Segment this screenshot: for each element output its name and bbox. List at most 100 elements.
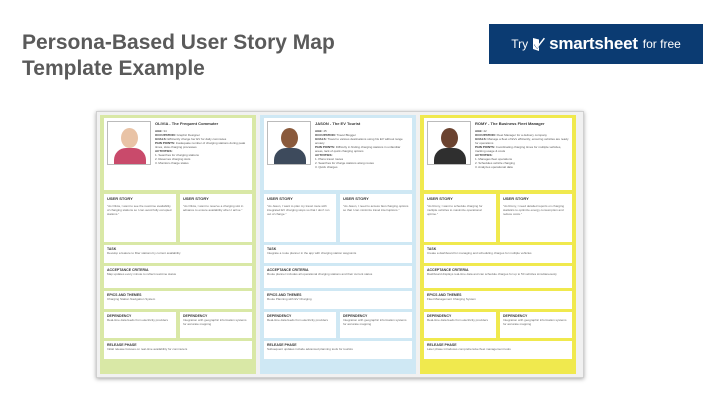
acceptance-text: Dashboard displays real-time data and ca…: [427, 272, 557, 276]
persona-line: 1. Searches for charging stations: [155, 153, 199, 157]
user-story-card: USER STORY "As Olivia, I want to reserve…: [180, 194, 252, 242]
user-story-label: USER STORY: [183, 196, 209, 201]
persona-head-shape: [121, 128, 138, 148]
acceptance-label: ACCEPTANCE CRITERIA: [107, 268, 149, 272]
persona-photo: [267, 121, 311, 165]
dependency-label: DEPENDENCY: [503, 314, 528, 318]
release-label: RELEASE PHASE: [427, 343, 457, 347]
user-story-label: USER STORY: [427, 196, 453, 201]
promo-try-label: Try: [511, 37, 529, 51]
epics-card: EPICS AND THEMES Route Planning with EV …: [264, 291, 412, 309]
dependencies: DEPENDENCY Real-time data feeds from ele…: [424, 312, 572, 338]
persona-column-jason: JASON - The EV Tourist AGE: 45 OCCUPATIO…: [260, 115, 416, 374]
persona-head-shape: [281, 128, 298, 148]
epics-card: EPICS AND THEMES Fleet Management Chargi…: [424, 291, 572, 309]
persona-photo: [427, 121, 471, 165]
dependency-label: DEPENDENCY: [267, 314, 292, 318]
persona-line: AGE: 42: [475, 129, 487, 133]
release-text: Later phase introduces comprehensive fle…: [427, 347, 511, 351]
persona-body-shape: [434, 148, 466, 164]
release-label: RELEASE PHASE: [267, 343, 297, 347]
persona-column-olivia: OLIVIA - The Frequent Commuter AGE: 34 O…: [100, 115, 256, 374]
acceptance-criteria-card: ACCEPTANCE CRITERIA Map updates every mi…: [104, 266, 252, 288]
acceptance-criteria-card: ACCEPTANCE CRITERIA Route planner includ…: [264, 266, 412, 288]
persona-line: 3. Monitors charge status: [155, 161, 189, 165]
user-story-text: "As Romy, I need detailed reports on cha…: [503, 204, 565, 216]
promo-brand-label: smartsheet: [549, 34, 638, 53]
epics-label: EPICS AND THEMES: [267, 293, 302, 297]
release-label: RELEASE PHASE: [107, 343, 137, 347]
dependencies: DEPENDENCY Real-time data feeds from ele…: [104, 312, 252, 338]
persona-card: ROMY - The Business Fleet Manager AGE: 4…: [424, 118, 572, 190]
user-story-text: "As Jason, I want to plan my travel rout…: [267, 204, 330, 216]
persona-line: 3. Quick charges: [315, 165, 338, 169]
task-text: Develop a feature to filter stations by …: [107, 251, 181, 255]
persona-card: OLIVIA - The Frequent Commuter AGE: 34 O…: [104, 118, 252, 190]
user-story-label: USER STORY: [267, 196, 293, 201]
persona-line: ACTIVITIES:: [475, 153, 493, 157]
dependency-card: DEPENDENCY Real-time data feeds from ele…: [104, 312, 176, 338]
persona-line: OCCUPATION: Travel Blogger: [315, 133, 356, 137]
persona-info: OLIVIA - The Frequent Commuter AGE: 34 O…: [155, 121, 249, 187]
user-stories: USER STORY "As Olivia, I want to see the…: [104, 194, 252, 242]
dependency-text: Integration with geographic information …: [503, 318, 567, 326]
user-story-label: USER STORY: [503, 196, 529, 201]
acceptance-label: ACCEPTANCE CRITERIA: [427, 268, 469, 272]
page-title: Persona-Based User Story Map Template Ex…: [22, 31, 335, 80]
persona-name: OLIVIA - The Frequent Commuter: [155, 121, 219, 126]
persona-line: AGE: 45: [315, 129, 327, 133]
persona-head-shape: [441, 128, 458, 148]
persona-card: JASON - The EV Tourist AGE: 45 OCCUPATIO…: [264, 118, 412, 190]
persona-line: 2. Schedules vehicle charging: [475, 161, 515, 165]
acceptance-text: Route planner includes all operational c…: [267, 272, 373, 276]
persona-line: 2. Searches for charge stations along ro…: [315, 161, 374, 165]
persona-line: ACTIVITIES:: [155, 149, 173, 153]
acceptance-criteria-card: ACCEPTANCE CRITERIA Dashboard displays r…: [424, 266, 572, 288]
persona-line: OCCUPATION: Graphic Designer: [155, 133, 200, 137]
user-story-text: "As Jason, I need to access fast chargin…: [343, 204, 409, 212]
epics-card: EPICS AND THEMES Charging Station Naviga…: [104, 291, 252, 309]
persona-line: AGE: 34: [155, 129, 167, 133]
persona-line: 1. Manages fleet operations: [475, 157, 513, 161]
user-story-card: USER STORY "As Romy, I want to schedule …: [424, 194, 496, 242]
promo-free-label: for free: [642, 37, 681, 51]
persona-body-shape: [114, 148, 146, 164]
task-card: TASK Integrate a route planner in the ap…: [264, 245, 412, 263]
task-label: TASK: [267, 247, 277, 251]
persona-line: GOALS: Travel to various destinations us…: [315, 137, 403, 145]
dependency-text: Integration with geographic information …: [343, 318, 407, 326]
task-card: TASK Develop a feature to filter station…: [104, 245, 252, 263]
release-phase-card: RELEASE PHASE Later phase introduces com…: [424, 341, 572, 359]
persona-line: GOALS: Efficiently charge her EV for dai…: [155, 137, 227, 141]
dependency-card: DEPENDENCY Integration with geographic i…: [340, 312, 412, 338]
dependency-card: DEPENDENCY Real-time data feeds from ele…: [424, 312, 496, 338]
dependency-label: DEPENDENCY: [183, 314, 208, 318]
user-story-text: "As Olivia, I want to see the real-time …: [107, 204, 172, 216]
persona-line: PAIN POINTS: Coordinating charging times…: [475, 145, 562, 153]
smartsheet-try-free-button[interactable]: Try smartsheet for free: [489, 24, 703, 64]
task-label: TASK: [107, 247, 117, 251]
acceptance-label: ACCEPTANCE CRITERIA: [267, 268, 309, 272]
release-text: Initial release focuses on real-time ava…: [107, 347, 188, 351]
release-phase-card: RELEASE PHASE Initial release focuses on…: [104, 341, 252, 359]
user-story-label: USER STORY: [343, 196, 369, 201]
task-text: Integrate a route planner in the app wit…: [267, 251, 357, 255]
persona-info: ROMY - The Business Fleet Manager AGE: 4…: [475, 121, 569, 187]
dependency-text: Integration with geographic information …: [183, 318, 247, 326]
release-text: Subsequent updates include advanced plan…: [267, 347, 353, 351]
persona-line: PAIN POINTS: Difficulty in finding charg…: [315, 145, 401, 153]
task-card: TASK Create a dashboard for managing and…: [424, 245, 572, 263]
user-story-card: USER STORY "As Romy, I need detailed rep…: [500, 194, 572, 242]
user-story-card: USER STORY "As Olivia, I want to see the…: [104, 194, 176, 242]
smartsheet-logo-icon: [533, 37, 546, 51]
user-story-text: "As Romy, I want to schedule charging fo…: [427, 204, 483, 216]
persona-line: GOALS: Manage a fleet of EVs efficiently…: [475, 137, 569, 145]
epics-label: EPICS AND THEMES: [427, 293, 462, 297]
dependency-text: Real-time data feeds from electricity pr…: [427, 318, 489, 322]
persona-name: ROMY - The Business Fleet Manager: [475, 121, 545, 126]
task-label: TASK: [427, 247, 437, 251]
persona-name: JASON - The EV Tourist: [315, 121, 361, 126]
persona-line: 3. Analyzes operational data: [475, 165, 513, 169]
persona-line: PAIN POINTS: Inadequate number of chargi…: [155, 141, 246, 149]
persona-line: 1. Plans travel routes: [315, 157, 344, 161]
